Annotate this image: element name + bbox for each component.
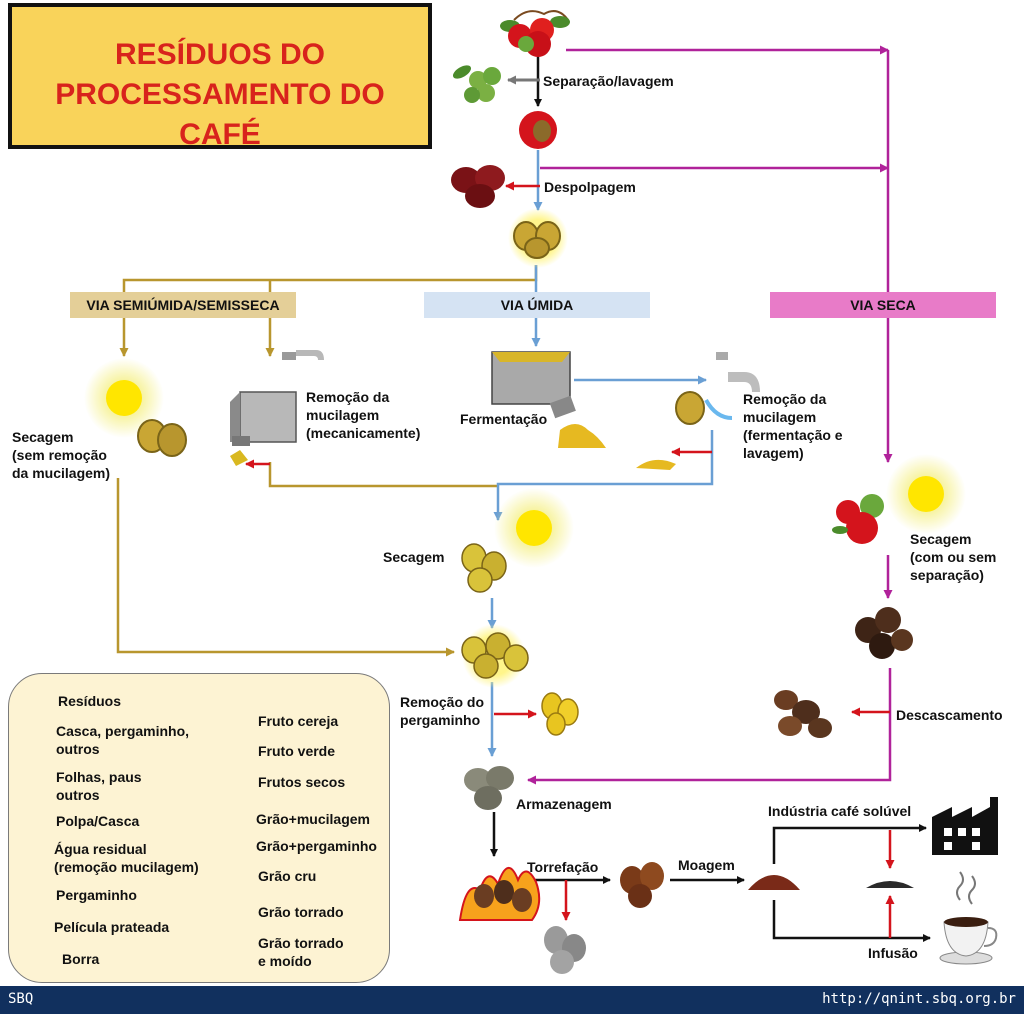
- step-secagem-semi: Secagem (sem remoção da mucilagem): [12, 429, 111, 481]
- coffee-cup-icon: [939, 871, 998, 965]
- roasted-coffee-icon: [620, 862, 664, 908]
- flow-arrow: [772, 900, 931, 942]
- green-fruits-icon: [452, 65, 501, 103]
- step-remocao-mecanica: Remoção da mucilagem (mecanicamente): [306, 389, 421, 441]
- green-coffee-icon: [464, 766, 514, 810]
- dry-route-line: [527, 668, 892, 785]
- legend-grao-pergaminho: Grão+pergaminho: [256, 838, 377, 854]
- roasting-fire-icon: [458, 867, 541, 921]
- legend-polpa: Polpa/Casca: [56, 813, 140, 829]
- sun-icon: [84, 358, 164, 438]
- title-box: RESÍDUOS DO PROCESSAMENTO DO CAFÉ: [8, 3, 432, 151]
- legend-residuos: Resíduos: [58, 693, 122, 709]
- sun-icon: [886, 454, 966, 534]
- footer-left: SBQ: [8, 991, 34, 1007]
- depulper-machine-icon: [230, 350, 324, 466]
- legend-frutos-secos: Frutos secos: [258, 774, 346, 790]
- step-armazenagem: Armazenagem: [516, 796, 612, 812]
- route-label-semi: VIA SEMIÚMIDA/SEMISSECA: [70, 292, 296, 318]
- legend-grao-torrado: Grão torrado: [258, 904, 344, 920]
- step-separacao: Separação/lavagem: [543, 73, 674, 89]
- dry-fruits-icon: [855, 607, 913, 659]
- legend-fruto-verde: Fruto verde: [258, 743, 336, 759]
- husk-icon: [774, 690, 832, 738]
- step-industria: Indústria café solúvel: [768, 803, 912, 819]
- legend-fruto-cereja: Fruto cereja: [258, 713, 339, 729]
- washing-tap-icon: [636, 352, 760, 470]
- legend: [8, 673, 390, 983]
- silver-skin-icon: [544, 926, 586, 974]
- legend-pelicula: Película prateada: [54, 919, 170, 935]
- ground-coffee-icon: [748, 875, 800, 890]
- step-remocao-pergaminho: Remoção do pergaminho: [400, 694, 485, 728]
- legend-borra: Borra: [62, 951, 100, 967]
- cherry-icon: [519, 111, 557, 149]
- step-despolpagem: Despolpagem: [544, 179, 636, 195]
- factory-icon: [932, 797, 998, 855]
- legend-grao-mucilagem: Grão+mucilagem: [256, 811, 370, 827]
- parchment-icon: [541, 692, 579, 736]
- legend-casca-pergaminho: Casca, pergaminho, outros: [56, 723, 190, 757]
- route-label-dry: VIA SECA: [770, 292, 996, 318]
- legend-folhas: Folhas, paus outros: [56, 769, 142, 803]
- step-secagem-umida: Secagem: [383, 549, 445, 565]
- spent-grounds-icon: [866, 881, 914, 888]
- legend-agua: Água residual (remoção mucilagem): [54, 841, 199, 875]
- step-remocao-fermentacao: Remoção da mucilagem (fermentação e lava…: [743, 391, 843, 461]
- step-infusao: Infusão: [868, 945, 918, 961]
- legend-pergaminho: Pergaminho: [56, 887, 137, 903]
- page-title: RESÍDUOS DO PROCESSAMENTO DO CAFÉ: [55, 38, 385, 151]
- footer-link[interactable]: http://qnint.sbq.org.br: [822, 991, 1016, 1007]
- legend-grao-cru: Grão cru: [258, 868, 317, 884]
- step-secagem-seca: Secagem (com ou sem separação): [910, 531, 997, 583]
- route-label-wet: VIA ÚMIDA: [424, 292, 650, 318]
- semi-route-line: [116, 478, 455, 657]
- grain-parchment-icon: [461, 624, 529, 688]
- cherry-cluster-icon: [500, 10, 570, 57]
- sun-icon: [494, 488, 574, 568]
- pulp-icon: [451, 165, 505, 208]
- grain-mucilage-icon: [137, 419, 187, 457]
- footer-bar: SBQ http://qnint.sbq.org.br: [0, 986, 1024, 1014]
- fermentation-tank-icon: [491, 351, 606, 448]
- semi-route-line: [268, 462, 498, 488]
- flow-arrow: [772, 824, 927, 864]
- step-moagem: Moagem: [678, 857, 735, 873]
- step-fermentacao: Fermentação: [460, 411, 548, 427]
- grain-parchment-icon: [461, 543, 507, 593]
- step-torrefacao: Torrefação: [527, 859, 599, 875]
- step-descascamento: Descascamento: [896, 707, 1003, 723]
- legend-grao-torrado-moido: Grão torrado e moído: [258, 935, 344, 969]
- grain-mucilage-icon: [508, 208, 568, 268]
- cherry-cluster-icon: [832, 494, 884, 544]
- wet-route-line: [493, 430, 714, 521]
